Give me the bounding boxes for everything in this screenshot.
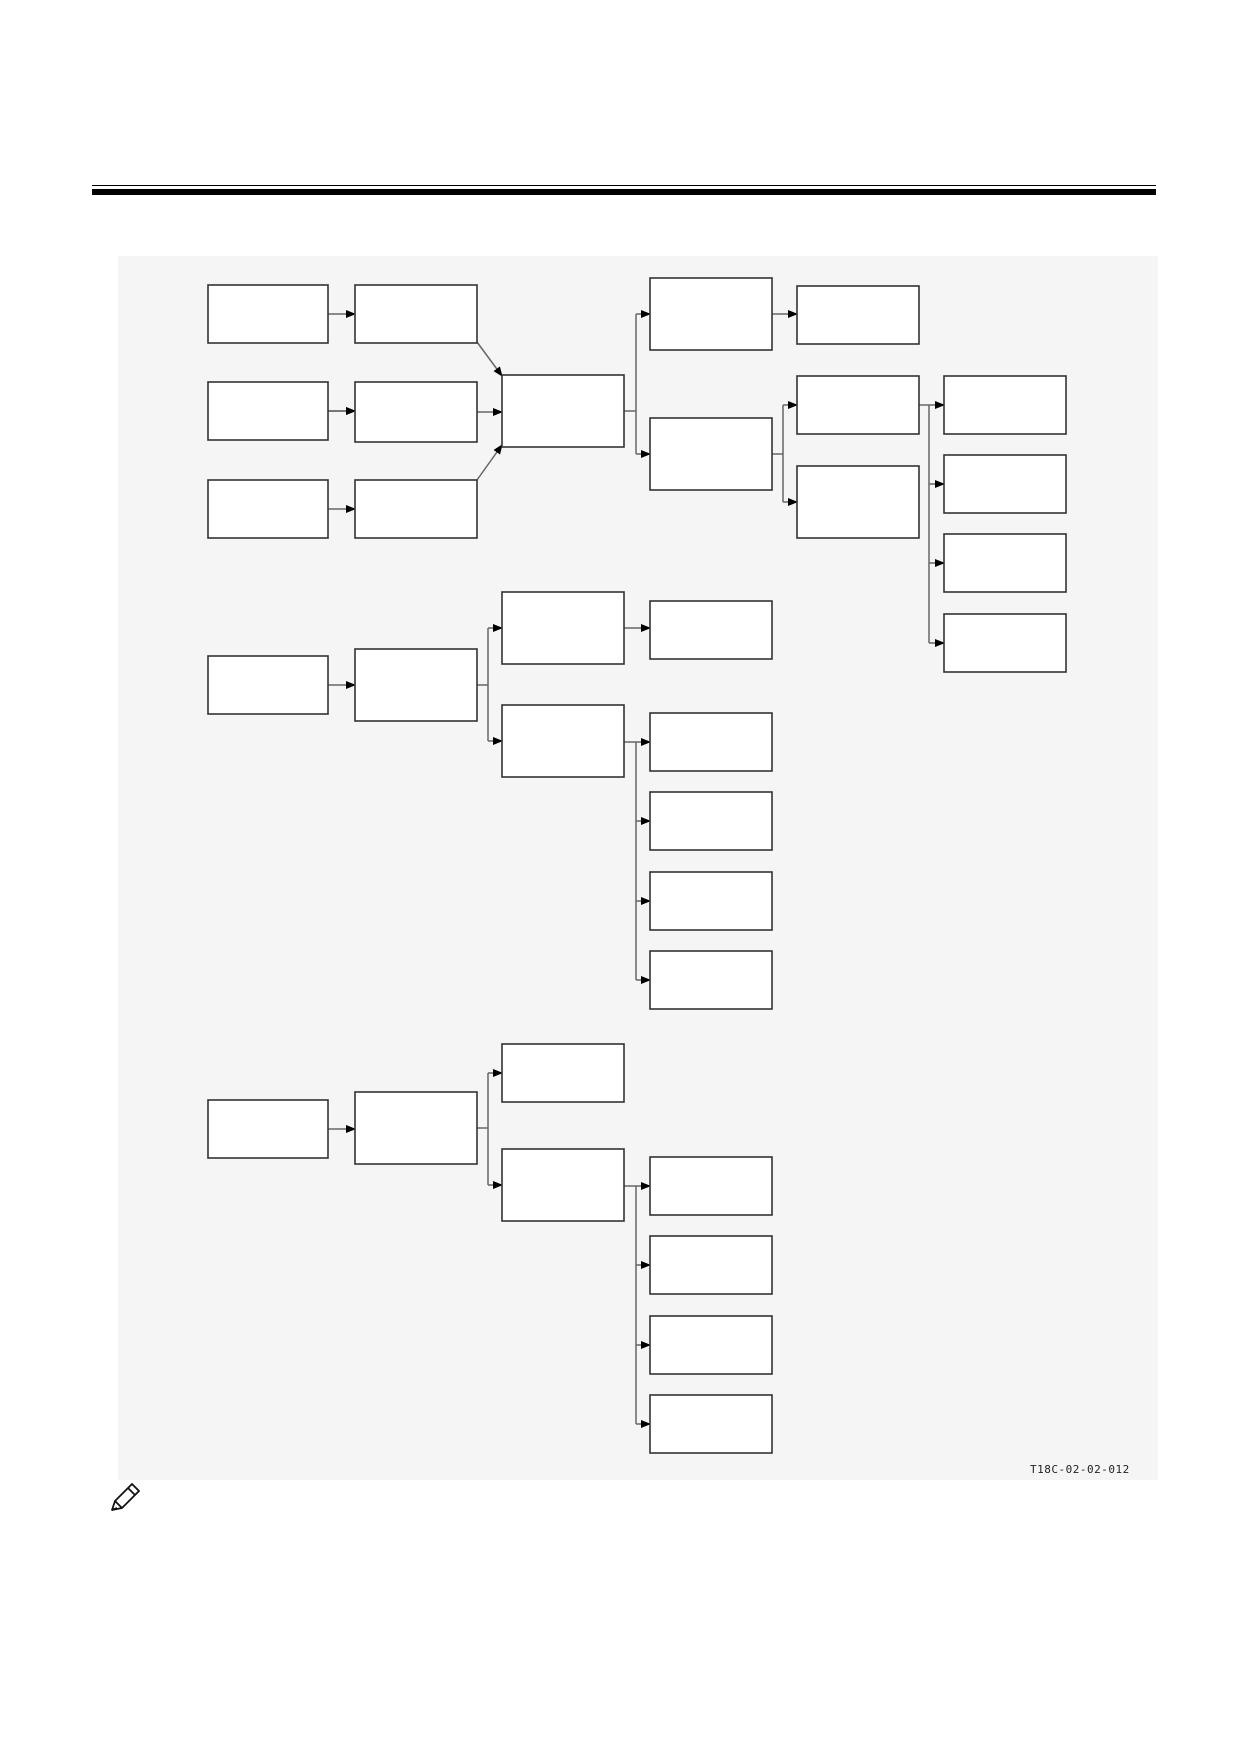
- flow-box-c7: [649, 1315, 773, 1375]
- flow-box-b1: [207, 655, 329, 715]
- flow-box-c5: [649, 1156, 773, 1216]
- flow-box-b7: [649, 791, 773, 851]
- flow-box-c6: [649, 1235, 773, 1295]
- flow-box-c4: [501, 1148, 625, 1222]
- flow-box-c8: [649, 1394, 773, 1454]
- flow-box-c2: [354, 1091, 478, 1165]
- arrow-a6-a7: [476, 444, 503, 481]
- flow-box-b6: [649, 712, 773, 772]
- flow-box-a10: [649, 417, 773, 491]
- flow-box-a9: [796, 285, 920, 345]
- flow-box-b9: [649, 950, 773, 1010]
- header-rule: [92, 189, 1156, 195]
- flow-box-a12: [796, 465, 920, 539]
- flow-box-c3: [501, 1043, 625, 1103]
- flow-box-a15: [943, 533, 1067, 593]
- flow-box-a16: [943, 613, 1067, 673]
- flow-box-a8: [649, 277, 773, 351]
- header-rule-thin: [92, 185, 1156, 186]
- flow-box-b3: [501, 591, 625, 665]
- flow-box-b8: [649, 871, 773, 931]
- flow-box-a6: [354, 479, 478, 539]
- flow-box-a7: [501, 374, 625, 448]
- flow-box-a5: [207, 479, 329, 539]
- flow-box-a11: [796, 375, 920, 435]
- arrow-a2-a7: [476, 341, 503, 377]
- flow-box-a1: [207, 284, 329, 344]
- flow-box-b4: [649, 600, 773, 660]
- flow-box-a13: [943, 375, 1067, 435]
- flow-box-b5: [501, 704, 625, 778]
- pencil-note-icon: [111, 1483, 140, 1511]
- flow-box-a2: [354, 284, 478, 344]
- flow-box-a3: [207, 381, 329, 441]
- flow-box-b2: [354, 648, 478, 722]
- flow-box-a14: [943, 454, 1067, 514]
- flow-box-a4: [354, 381, 478, 443]
- flow-box-c1: [207, 1099, 329, 1159]
- figure-code: T18C-02-02-012: [1030, 1463, 1130, 1476]
